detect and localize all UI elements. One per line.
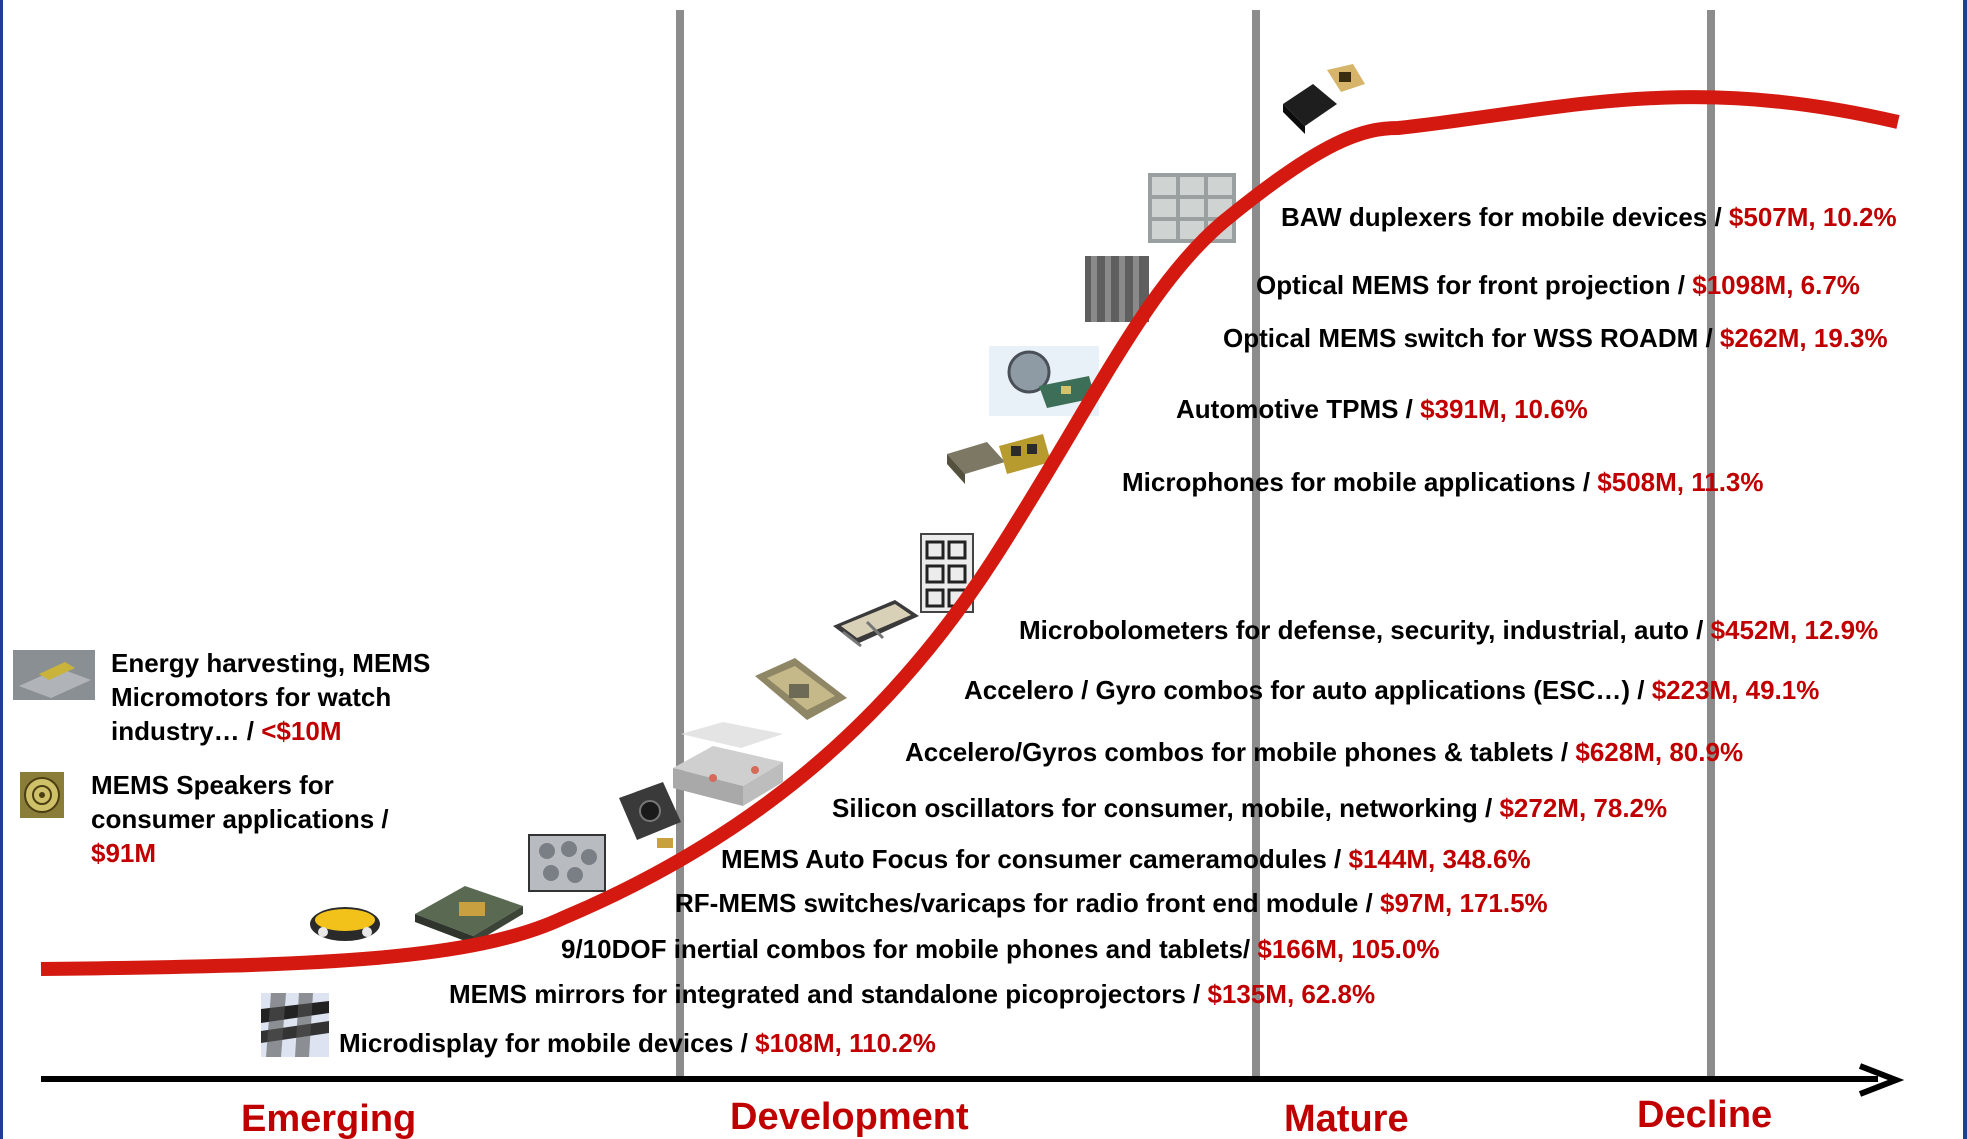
- item-name: Microphones for mobile applications /: [1122, 467, 1598, 497]
- thumb-energy-harvesting-icon: [13, 650, 95, 700]
- item-label-accelero-gyro-mobile: Accelero/Gyros combos for mobile phones …: [905, 739, 1743, 765]
- item-name: Optical MEMS switch for WSS ROADM /: [1223, 323, 1720, 353]
- item-name: MEMS Auto Focus for consumer cameramodul…: [721, 844, 1349, 874]
- thumb-picoprojector-icon: [310, 907, 380, 941]
- thumb-optical-projection-icon: [1148, 173, 1236, 243]
- phase-label-decline: Decline: [1637, 1094, 1773, 1136]
- diagram-graphics: [13, 10, 1905, 1097]
- item-name: Accelero / Gyro combos for auto applicat…: [964, 675, 1652, 705]
- thumb-auto-focus-icon: [619, 782, 681, 848]
- phase-label-mature: Mature: [1284, 1098, 1409, 1139]
- item-name: Accelero/Gyros combos for mobile phones …: [905, 737, 1576, 767]
- item-market: $1098M, 6.7%: [1692, 270, 1860, 300]
- thumb-inertial-combo-icon: [415, 886, 523, 944]
- item-market: $108M, 110.2%: [755, 1028, 936, 1058]
- item-market: $391M, 10.6%: [1420, 394, 1588, 424]
- item-market: $452M, 12.9%: [1710, 615, 1879, 645]
- phase-label-emerging: Emerging: [241, 1098, 417, 1139]
- note-line: Energy harvesting, MEMS: [111, 648, 431, 678]
- item-name: Silicon oscillators for consumer, mobile…: [832, 793, 1500, 823]
- item-label-optical-mems-switch: Optical MEMS switch for WSS ROADM / $262…: [1223, 325, 1888, 351]
- note-mems-speakers: MEMS Speakers for consumer applications …: [91, 768, 389, 870]
- thumb-baw-duplexer-icon: [1283, 64, 1365, 134]
- item-name: MEMS mirrors for integrated and standalo…: [449, 979, 1208, 1009]
- item-market: $262M, 19.3%: [1719, 323, 1888, 353]
- note-market: $91M: [91, 838, 157, 868]
- item-label-silicon-oscillators: Silicon oscillators for consumer, mobile…: [832, 795, 1667, 821]
- note-text: industry… /: [111, 716, 262, 746]
- thumb-microdisplay-icon: [261, 993, 329, 1057]
- item-market: $166M, 105.0%: [1257, 934, 1440, 964]
- item-name: 9/10DOF inertial combos for mobile phone…: [561, 934, 1258, 964]
- item-label-microdisplay: Microdisplay for mobile devices / $108M,…: [339, 1030, 936, 1056]
- item-label-microphones: Microphones for mobile applications / $5…: [1122, 469, 1764, 495]
- note-line: consumer applications /: [91, 804, 389, 834]
- item-market: $223M, 49.1%: [1651, 675, 1820, 705]
- item-label-optical-mems-projection: Optical MEMS for front projection / $109…: [1256, 272, 1860, 298]
- item-label-baw-duplexers: BAW duplexers for mobile devices / $507M…: [1281, 204, 1897, 230]
- item-name: Microbolometers for defense, security, i…: [1019, 615, 1711, 645]
- item-name: Optical MEMS for front projection /: [1256, 270, 1693, 300]
- item-label-mems-mirrors: MEMS mirrors for integrated and standalo…: [449, 981, 1375, 1007]
- note-line: Micromotors for watch: [111, 682, 392, 712]
- note-line: industry… / <$10M: [111, 714, 430, 748]
- thumb-microphone-icon: [947, 434, 1051, 484]
- item-market: $508M, 11.3%: [1597, 467, 1764, 497]
- item-name: Microdisplay for mobile devices /: [339, 1028, 756, 1058]
- thumb-accelero-gyro-phone-icon: [755, 658, 847, 720]
- item-market: $272M, 78.2%: [1499, 793, 1668, 823]
- thumb-tpms-icon: [989, 346, 1099, 416]
- item-label-automotive-tpms: Automotive TPMS / $391M, 10.6%: [1176, 396, 1588, 422]
- item-label-rf-mems-switches: RF-MEMS switches/varicaps for radio fron…: [675, 890, 1548, 916]
- item-market: $628M, 80.9%: [1575, 737, 1744, 767]
- note-energy-harvesting: Energy harvesting, MEMS Micromotors for …: [111, 646, 430, 748]
- item-market: $135M, 62.8%: [1207, 979, 1376, 1009]
- item-label-accelero-gyro-auto: Accelero / Gyro combos for auto applicat…: [964, 677, 1819, 703]
- item-market: $97M, 171.5%: [1380, 888, 1548, 918]
- item-market: $144M, 348.6%: [1348, 844, 1531, 874]
- time-axis-arrowhead-icon: [1858, 1063, 1905, 1097]
- item-label-inertial-combos: 9/10DOF inertial combos for mobile phone…: [561, 936, 1440, 962]
- note-market: <$10M: [261, 716, 342, 746]
- thumb-oscillator-icon: [673, 722, 783, 806]
- item-name: Automotive TPMS /: [1176, 394, 1421, 424]
- thumb-accelero-gyro-auto-icon: [833, 600, 919, 648]
- item-market: $507M, 10.2%: [1728, 202, 1897, 232]
- item-name: BAW duplexers for mobile devices /: [1281, 202, 1729, 232]
- thumb-mems-speaker-icon: [20, 772, 64, 818]
- item-label-mems-auto-focus: MEMS Auto Focus for consumer cameramodul…: [721, 846, 1531, 872]
- note-line: MEMS Speakers for: [91, 770, 334, 800]
- thumb-rf-mems-icon: [528, 834, 606, 892]
- phase-label-development: Development: [730, 1096, 969, 1138]
- item-label-microbolometers: Microbolometers for defense, security, i…: [1019, 617, 1878, 643]
- item-name: RF-MEMS switches/varicaps for radio fron…: [675, 888, 1380, 918]
- lifecycle-curve: [40, 90, 1900, 976]
